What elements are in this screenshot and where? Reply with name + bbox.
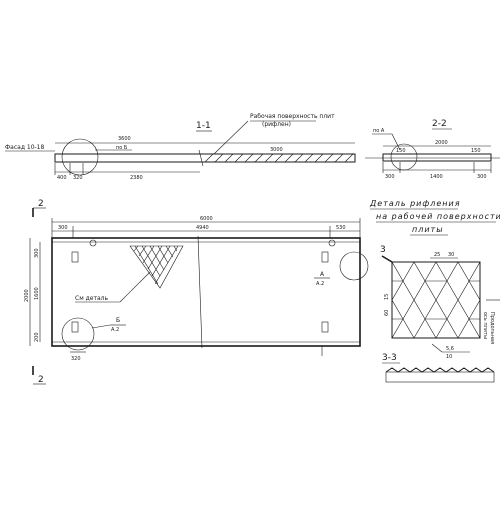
- side-dim-total: 2000: [435, 140, 448, 146]
- top-section-label: 1-1: [196, 121, 211, 131]
- detail-ribbing: Деталь рифления на рабочей поверхности п…: [369, 199, 500, 383]
- plan-dim-right: 530: [336, 225, 346, 231]
- plan-dim-left: 300: [58, 225, 68, 231]
- side-dim-right: 300: [477, 174, 487, 180]
- plan-dim-mid: 4940: [196, 225, 209, 231]
- side-dim-mid: 1400: [430, 174, 443, 180]
- side-node-leader: [391, 133, 401, 151]
- cut-bottom-label: 2: [38, 375, 44, 385]
- detail-dim-width: 10: [446, 354, 452, 360]
- slab-profile: [54, 153, 356, 163]
- side-node-label: по А: [373, 128, 385, 134]
- cut-top-label: 2: [38, 199, 44, 209]
- detail-section-label: 3-3: [382, 353, 397, 363]
- detail-dim-a: 25: [434, 252, 440, 258]
- plan-dim-left-top: 300: [34, 248, 40, 258]
- plan-dim-bottom-node: 320: [71, 356, 81, 362]
- ribbed-pattern-sample: [129, 245, 184, 289]
- ribbed-profile: [385, 367, 495, 373]
- detail-circle-a: [339, 251, 369, 281]
- dim-total: 3600: [118, 136, 131, 142]
- section-slab-body: [385, 371, 495, 383]
- note-leader: [213, 120, 249, 155]
- surface-note-line2: (рифлен): [262, 121, 291, 128]
- detail-dim-b: 30: [448, 252, 454, 258]
- side-section-label: 2-2: [432, 119, 447, 129]
- node-b-letter: Б: [116, 317, 120, 324]
- side-slab-profile: [382, 153, 492, 162]
- dim-a: 400: [57, 175, 67, 181]
- node-a-sheet: А.2: [316, 281, 324, 287]
- plan-dim-height: 2000: [24, 289, 30, 302]
- side-dim-right-small: 150: [471, 148, 481, 154]
- slab-plan-outline: [51, 237, 361, 347]
- top-section-view: 1-1 Рабочая поверхность плит (рифлен) Фа…: [5, 113, 356, 181]
- diamond-grid: [391, 261, 481, 339]
- detail-circle-b: [61, 138, 99, 176]
- plan-dim-inner-height: 1600: [34, 287, 40, 300]
- hatch-working-surface: [204, 153, 354, 163]
- break-line: [198, 149, 204, 167]
- node-b-sheet: А.2: [111, 327, 119, 333]
- detail-title-line1: Деталь рифления: [369, 199, 461, 208]
- detail-side-note-line1: Продольная: [489, 312, 495, 344]
- plan-view: 2 2 6000 300 4940 530 См дета: [24, 199, 369, 385]
- side-section-view: 2-2 по А 2000 150 150 300 1400 300: [365, 119, 500, 180]
- plan-break-line: [197, 235, 203, 349]
- detail-title-line2: на рабочей поверхности: [376, 212, 500, 221]
- callout-label: См деталь: [75, 295, 108, 302]
- detail-depth-leader: [431, 343, 443, 353]
- detail-side-note-line2: ось плиты: [482, 312, 488, 339]
- detail-cut-arrow: [381, 255, 393, 263]
- surface-note-line1: Рабочая поверхность плит: [250, 113, 335, 120]
- detail-title-line3: плиты: [412, 225, 444, 234]
- dim-b: 320: [73, 175, 83, 181]
- side-dim-left-small: 150: [396, 148, 406, 154]
- detail-dim-depth: 5,6: [446, 346, 454, 352]
- dim-right: 3000: [270, 147, 283, 153]
- side-dim-left: 300: [385, 174, 395, 180]
- lifting-loops: [71, 239, 336, 333]
- dim-c: 2380: [130, 175, 143, 181]
- detail-dim-side-b: 60: [384, 310, 390, 316]
- facade-label: Фасад 10-18: [5, 144, 44, 151]
- plan-dim-total: 6000: [200, 216, 213, 222]
- detail-cut-label: 3: [380, 245, 386, 255]
- detail-dim-side-a: 15: [384, 294, 390, 300]
- plan-dim-left-bottom: 200: [34, 332, 40, 342]
- node-label-b: по Б: [116, 145, 128, 151]
- callout-leader: [119, 271, 151, 303]
- detail-circle-node-b: [61, 317, 95, 351]
- node-a-letter: А: [320, 271, 325, 278]
